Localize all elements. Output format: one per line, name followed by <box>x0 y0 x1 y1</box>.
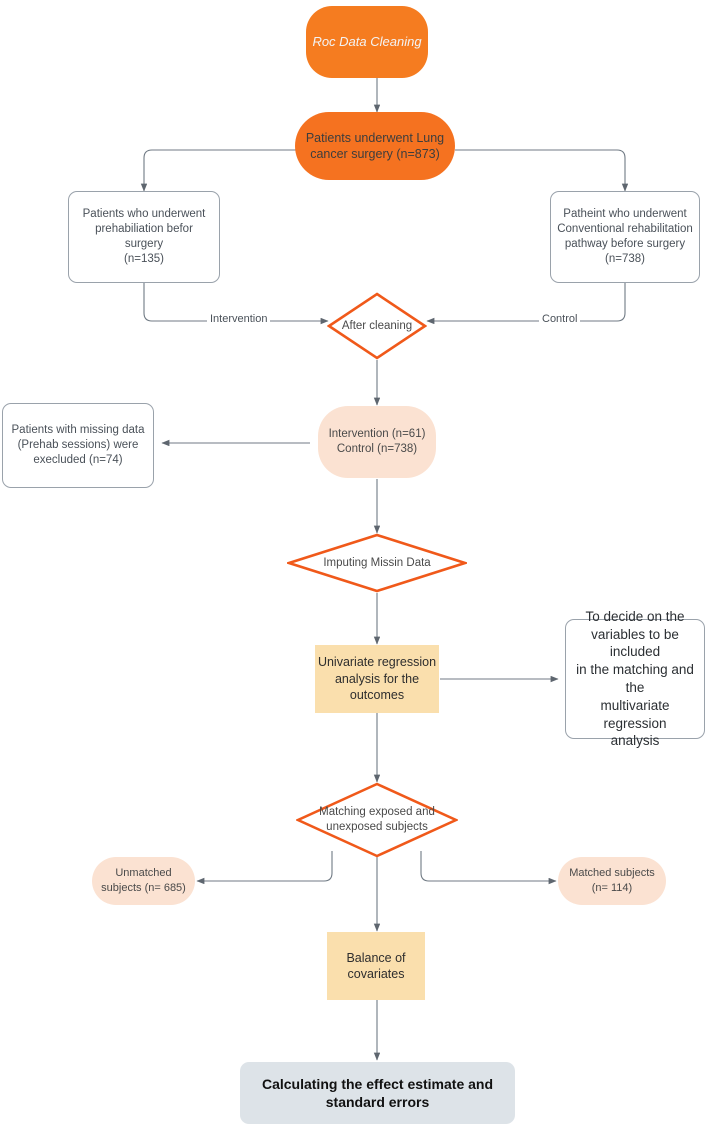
matching-label: Matching exposed and unexposed subjects <box>319 806 435 833</box>
edge-label-intervention: Intervention <box>207 313 271 325</box>
node-matching-subjects[interactable]: Matching exposed and unexposed subjects <box>296 782 458 858</box>
after-cleaning-diamond-shape <box>327 292 427 360</box>
node-imputing-missing-data[interactable]: Imputing Missin Data <box>287 533 467 593</box>
node-decide-variables[interactable]: To decide on the variables to be include… <box>565 609 705 748</box>
node-univariate-regression[interactable]: Univariate regression analysis for the o… <box>315 645 439 713</box>
edge-label-control: Control <box>539 313 581 325</box>
imputing-diamond-shape <box>287 533 467 593</box>
matching-diamond-shape <box>296 782 458 858</box>
node-conventional-rehabilitation-group[interactable]: Patheint who underwent Conventional reha… <box>550 191 700 283</box>
node-calculating-effect-estimate[interactable]: Calculating the effect estimate and stan… <box>240 1062 515 1124</box>
edge-cohort-to-conventional <box>455 149 629 192</box>
node-prehabilitation-group[interactable]: Patients who underwent prehabiliation be… <box>68 191 220 283</box>
node-roc-data-cleaning[interactable]: Roc Data Cleaning <box>306 6 428 78</box>
node-after-cleaning[interactable]: After cleaning <box>327 292 427 360</box>
node-balance-of-covariates[interactable]: Balance of covariates <box>327 932 425 1000</box>
node-unmatched-subjects[interactable]: Unmatched subjects (n= 685) <box>92 857 195 905</box>
node-matched-subjects[interactable]: Matched subjects (n= 114) <box>558 857 666 905</box>
node-intervention-control-counts[interactable]: Intervention (n=61) Control (n=738) <box>318 406 436 478</box>
node-patients-underwent-lung-cancer-surgery[interactable]: Patients underwent Lung cancer surgery (… <box>295 112 455 180</box>
edge-cohort-to-prehab <box>140 149 299 192</box>
imputing-label: Imputing Missin Data <box>323 556 431 569</box>
after-cleaning-label: After cleaning <box>341 319 413 332</box>
edge-conventional-to-aftercleaning <box>426 283 626 325</box>
node-excluded-missing-data[interactable]: Patients with missing data (Prehab sessi… <box>2 403 154 488</box>
